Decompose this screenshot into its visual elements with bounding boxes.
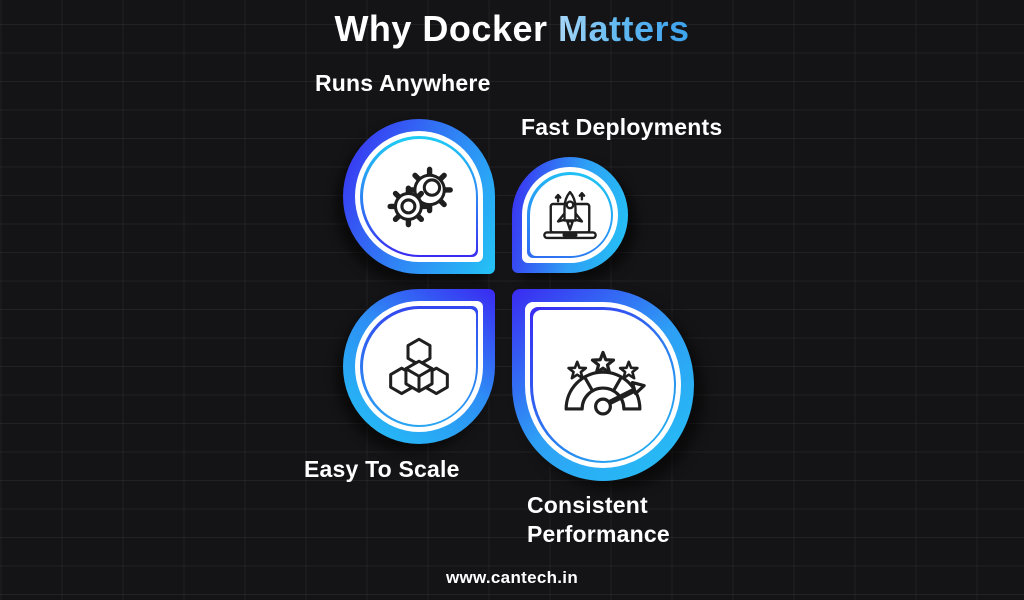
petal-gradient-line xyxy=(527,172,613,258)
speedometer-stars-icon xyxy=(564,350,646,416)
page-title-main: Why Docker xyxy=(334,8,548,49)
page-title: Why Docker Matters xyxy=(0,8,1024,50)
petal-gradient-line xyxy=(360,306,478,427)
label-consistent-performance: Consistent Performance xyxy=(527,492,670,547)
petal-core xyxy=(529,174,611,256)
petal-gradient-line xyxy=(530,307,676,463)
petal-white-ring xyxy=(525,302,681,468)
petal-gradient-line xyxy=(360,136,478,257)
label-fast-deployments: Fast Deployments xyxy=(521,114,723,140)
rocket-laptop-icon xyxy=(543,190,597,240)
petal-core xyxy=(362,308,476,425)
petal-white-ring xyxy=(355,301,483,432)
label-runs-anywhere: Runs Anywhere xyxy=(315,70,491,96)
petal-runs-anywhere xyxy=(343,119,495,274)
petal-core xyxy=(362,138,476,255)
cube-modules-icon xyxy=(389,337,449,395)
gears-icon xyxy=(387,166,453,227)
label-easy-to-scale: Easy To Scale xyxy=(304,456,460,482)
petal-core xyxy=(532,309,674,461)
petal-white-ring xyxy=(355,131,483,262)
petal-easy-to-scale xyxy=(343,289,495,444)
petal-fast-deployments xyxy=(512,157,628,273)
website-url: www.cantech.in xyxy=(445,568,579,587)
petal-white-ring xyxy=(522,167,618,263)
petal-consistent-performance xyxy=(512,289,694,481)
page-title-accent: Matters xyxy=(558,8,690,49)
